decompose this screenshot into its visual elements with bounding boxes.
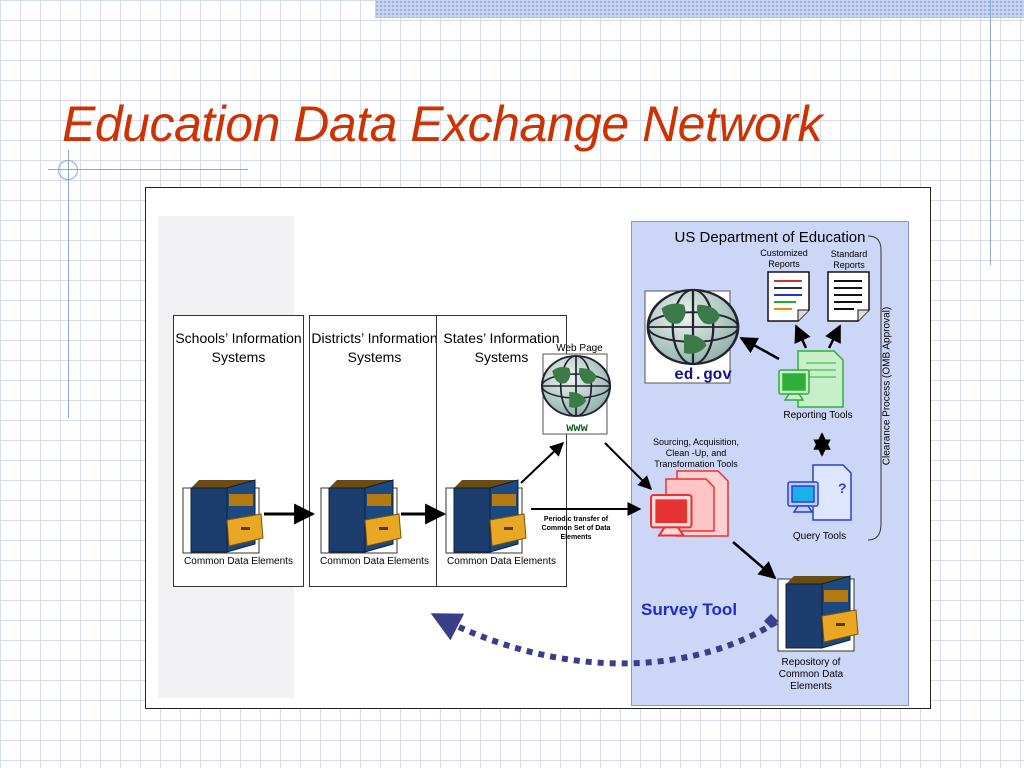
web-globe-icon [542, 354, 610, 435]
web-page-label: Web Page [556, 343, 603, 354]
arrow-states-to-web [520, 442, 565, 484]
customized-reports-icon [767, 271, 810, 322]
schools-common-data-label: Common Data Elements [184, 556, 293, 567]
transfer-note: Periodic transfer of Common Set of Data … [541, 516, 611, 541]
states-cabinet-icon [445, 479, 527, 554]
repository-cabinet-icon [777, 575, 859, 652]
standard-reports-label: Standard Reports [830, 249, 868, 270]
districts-common-data-label: Common Data Elements [320, 556, 429, 567]
survey-feedback-arrow [430, 613, 778, 667]
diagram-graphics: www ed.gov [182, 235, 882, 667]
edgov-globe-icon [645, 290, 738, 383]
states-system-label: States’ Information Systems [443, 330, 560, 365]
arrow-reporting-to-standard [825, 324, 842, 349]
web-globe-caption: www [566, 421, 588, 435]
schools-system-label: Schools’ Information Systems [175, 330, 302, 365]
survey-tool-label: Survey Tool [641, 600, 738, 619]
diagram-frame: US Department of Education Schools’ Info… [145, 187, 931, 709]
doe-title: US Department of Education [674, 229, 866, 246]
decor-vertical-line-right [990, 0, 991, 265]
standard-reports-icon [827, 271, 870, 322]
decor-circle [58, 160, 78, 180]
svg-text:?: ? [838, 480, 847, 496]
reporting-tools-icon [778, 350, 844, 408]
survey-arrow-tail [763, 613, 779, 629]
districts-cabinet-icon [320, 479, 402, 554]
arrow-reporting-to-edgov [739, 336, 780, 361]
customized-reports-label: Customized Reports [760, 248, 808, 269]
districts-system-label: Districts’ Information Systems [311, 330, 438, 365]
query-tools-icon: ? [787, 464, 852, 521]
arrow-sourcing-to-repository [732, 541, 777, 580]
arrow-reporting-to-customized [794, 324, 811, 349]
decor-horizontal-line [48, 169, 248, 170]
states-common-data-label: Common Data Elements [447, 556, 556, 567]
header-band [375, 0, 1024, 18]
slide-title: Education Data Exchange Network [62, 96, 822, 152]
edgov-label: ed.gov [674, 366, 732, 384]
decor-vertical-line [68, 150, 69, 418]
query-tools-label: Query Tools [792, 531, 847, 542]
sourcing-tools-icon [649, 470, 729, 537]
reporting-tools-label: Reporting Tools [783, 410, 853, 421]
repository-label: Repository of Common Data Elements [778, 657, 844, 692]
schools-cabinet-icon [182, 479, 264, 554]
sourcing-tools-label: Sourcing, Acquisition, Clean -Up, and Tr… [652, 437, 740, 469]
clearance-brace [867, 235, 882, 541]
arrow-web-to-sourcing [604, 442, 652, 490]
